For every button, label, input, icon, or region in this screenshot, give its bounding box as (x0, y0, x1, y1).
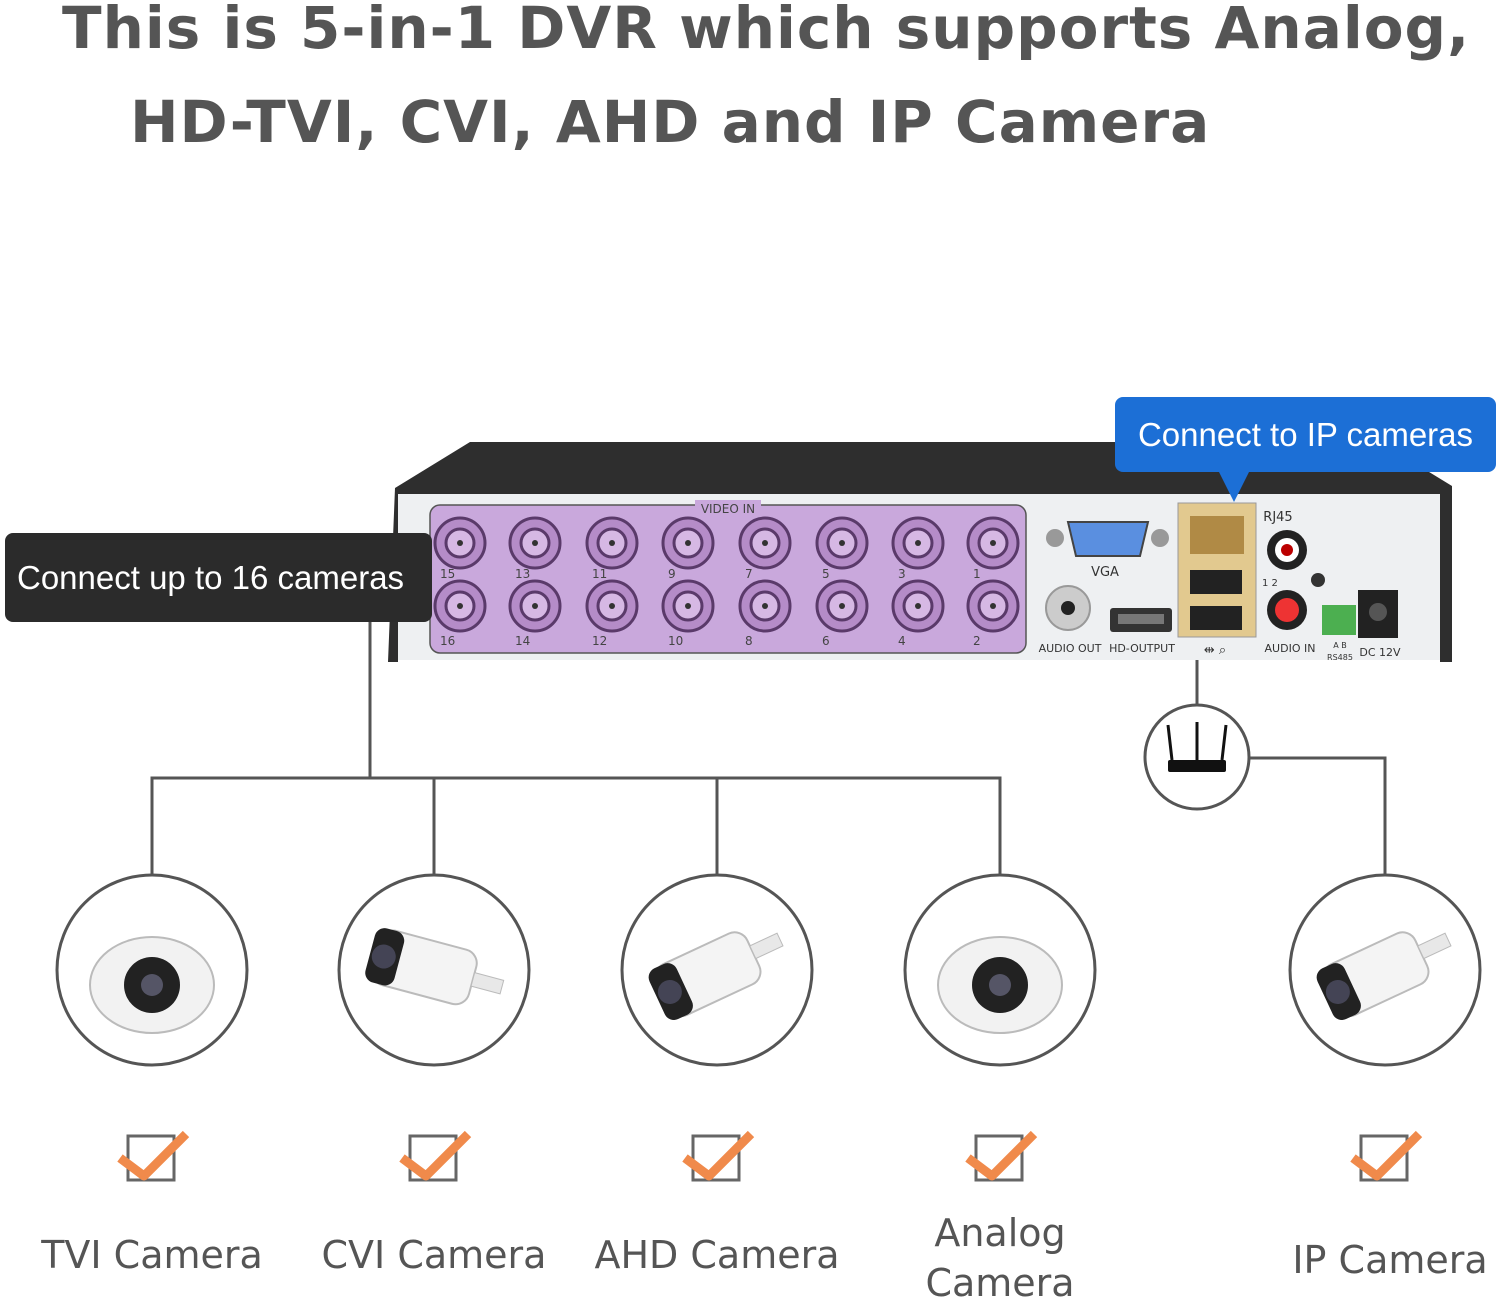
checkbox-checked-icon (965, 1130, 1038, 1182)
rj45-port (1190, 516, 1244, 554)
bullet-camera-icon (648, 931, 784, 1020)
bnc-port-number: 11 (592, 567, 607, 581)
bnc-port-number: 6 (822, 634, 830, 648)
bnc-port-4: 4 (891, 579, 945, 648)
bnc-port-13: 13 (508, 516, 562, 581)
bnc-port-number: 8 (745, 634, 753, 648)
audio-in-port (1275, 598, 1299, 622)
audio-out-label: AUDIO OUT (1039, 642, 1102, 655)
camera-2 (620, 873, 814, 1182)
bnc-port-number: 9 (668, 567, 676, 581)
checkbox-checked-icon (399, 1130, 472, 1182)
bnc-port-9: 9 (661, 516, 715, 581)
bnc-port-15: 15 (433, 516, 487, 581)
camera-4 (1288, 873, 1482, 1182)
video-in-label: VIDEO IN (701, 502, 755, 516)
rca-port-1 (1281, 544, 1293, 556)
bnc-port-11: 11 (585, 516, 639, 581)
rs485-label: RS485 (1327, 653, 1353, 662)
usb-numbers: 1 2 (1262, 578, 1278, 589)
bnc-port-1: 1 (966, 516, 1020, 581)
svg-text:A B: A B (1333, 641, 1347, 650)
connect-16-cameras-callout: Connect up to 16 cameras (5, 533, 432, 622)
bnc-port-number: 14 (515, 634, 530, 648)
headline-line-1: This is 5-in-1 DVR which supports Analog… (62, 0, 1471, 62)
usb-mouse-symbols: ⇹ ⌕ (1204, 643, 1226, 658)
bnc-port-2: 2 (966, 579, 1020, 648)
audio-in-label: AUDIO IN (1265, 642, 1316, 655)
connect-ip-cameras-callout: Connect to IP cameras (1115, 397, 1496, 472)
hd-output-label: HD-OUTPUT (1109, 642, 1175, 655)
dvr-recorder: VIDEO IN 15 13 11 9 7 5 3 1 16 14 12 10 8 6 4 2 VGA AUD… (388, 442, 1452, 662)
bnc-port-number: 16 (440, 634, 455, 648)
bnc-port-number: 3 (898, 567, 906, 581)
rs485-terminal (1322, 605, 1356, 635)
bnc-port-6: 6 (815, 579, 869, 648)
tvi-camera-label: TVI Camera (41, 1233, 263, 1277)
router-icon (1143, 703, 1251, 811)
bnc-port-number: 2 (973, 634, 981, 648)
bnc-port-5: 5 (815, 516, 869, 581)
bnc-port-number: 12 (592, 634, 607, 648)
ahd-camera-label: AHD Camera (594, 1233, 840, 1277)
headline-line-2: HD-TVI, CVI, AHD and IP Camera (130, 88, 1211, 156)
checkbox-checked-icon (1350, 1130, 1423, 1182)
bnc-port-8: 8 (738, 579, 792, 648)
vga-label: VGA (1091, 565, 1119, 580)
cvi-camera-label: CVI Camera (321, 1233, 547, 1277)
camera-3 (903, 873, 1097, 1182)
bnc-port-number: 1 (973, 567, 981, 581)
bnc-port-number: 15 (440, 567, 455, 581)
bullet-camera-icon (1316, 931, 1452, 1020)
checkbox-checked-icon (682, 1130, 755, 1182)
vga-port (1046, 521, 1169, 557)
bnc-port-number: 10 (668, 634, 683, 648)
rj45-label: RJ45 (1263, 510, 1292, 525)
checkbox-checked-icon (117, 1130, 190, 1182)
camera-0 (55, 873, 249, 1182)
connection-lines (150, 622, 1387, 880)
bnc-port-3: 3 (891, 516, 945, 581)
analog-camera-label: Analog Camera (925, 1211, 1075, 1305)
bnc-port-7: 7 (738, 516, 792, 581)
usb-port-2 (1190, 606, 1242, 630)
camera-1 (337, 873, 531, 1182)
bnc-port-16: 16 (433, 579, 487, 648)
bnc-port-number: 4 (898, 634, 906, 648)
bnc-port-12: 12 (585, 579, 639, 648)
ip-camera-label: IP Camera (1292, 1238, 1488, 1282)
usb-port-1 (1190, 570, 1242, 594)
bnc-port-number: 7 (745, 567, 753, 581)
dc-label: DC 12V (1359, 646, 1401, 659)
bnc-port-10: 10 (661, 579, 715, 648)
bnc-port-number: 13 (515, 567, 530, 581)
bnc-port-number: 5 (822, 567, 830, 581)
bnc-port-14: 14 (508, 579, 562, 648)
bullet-camera-icon (365, 928, 505, 1006)
